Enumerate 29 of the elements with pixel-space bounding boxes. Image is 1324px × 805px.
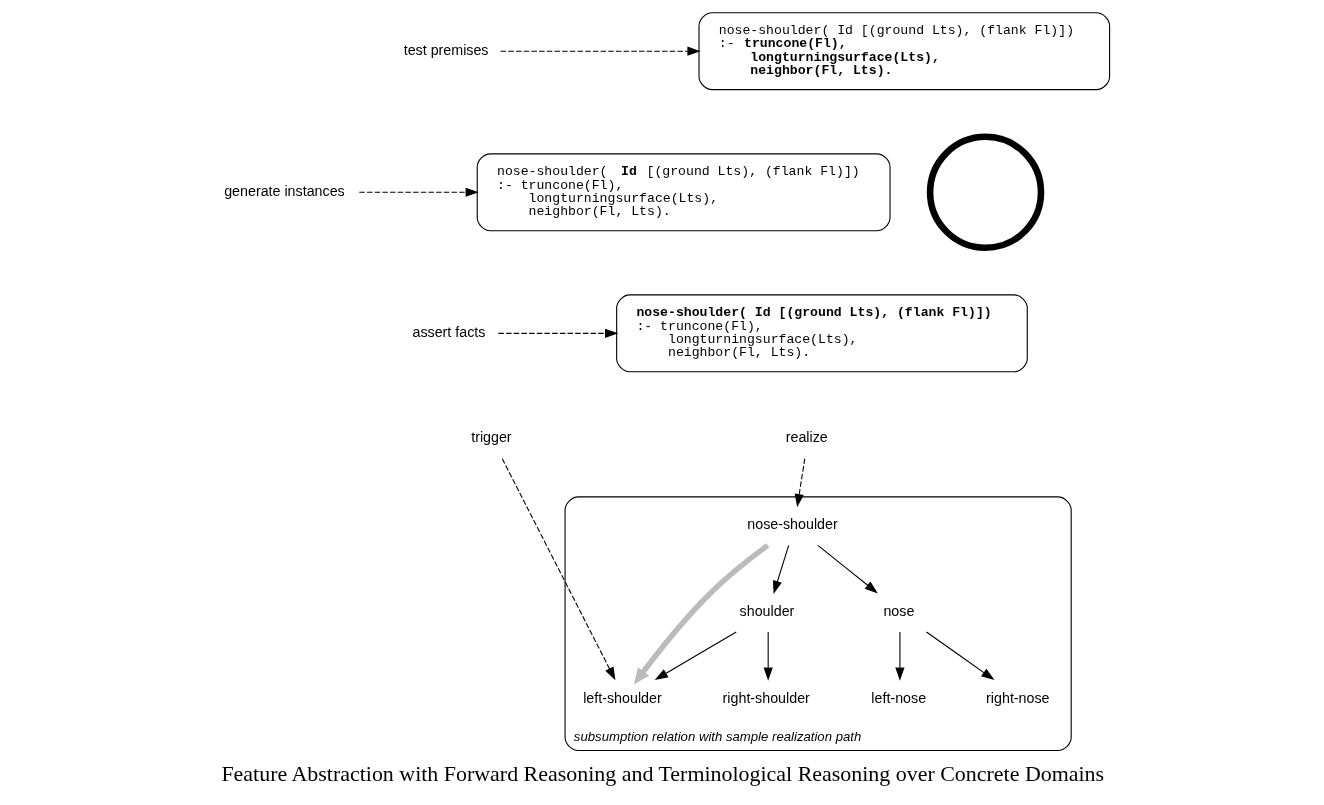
arrow — [358, 187, 479, 197]
node-text: test premises — [403, 41, 488, 58]
node-circle — [926, 133, 1044, 251]
node-text: shoulder — [739, 602, 794, 619]
arrow — [499, 46, 701, 56]
node-box: nose-shoulder( Id [(ground Lts), (flank Fl)]) :- truncone(Fl), longturningsurface(Lts), neighbor(Fl, Lts). — [615, 294, 1028, 373]
node-text: assert facts — [411, 324, 485, 341]
node-box: nose-shoulder( Id [(ground Lts), (flank Fl)]) :- truncone(Fl), longturningsurface(Lts), neighbor(Fl, Lts). — [697, 12, 1110, 91]
arrow — [497, 328, 618, 338]
node-text: left-shoulder — [582, 689, 662, 706]
arrow — [501, 458, 615, 681]
node-text: generate instances — [223, 182, 345, 199]
node-box: nose-shoulder( Id [(ground Lts), (flank Fl)]) :- truncone(Fl), longturningsurface(Lts), neighbor(Fl, Lts). — [476, 153, 891, 232]
arrow — [772, 544, 789, 594]
diagram-title: Feature Abstraction with Forward Reasoning and Terminological Reasoning over Concrete Domains — [220, 761, 1104, 787]
arrow — [654, 631, 737, 680]
node-text: left-nose — [870, 689, 926, 706]
arrow — [925, 631, 994, 681]
node-text: nose — [882, 602, 914, 619]
arrow — [894, 631, 905, 681]
node-text: realize — [785, 429, 828, 446]
arrow — [633, 543, 769, 685]
arrow — [763, 631, 773, 681]
node-text: right-shoulder — [722, 689, 810, 706]
node-text: right-nose — [985, 689, 1050, 706]
node-text: trigger — [470, 429, 512, 446]
node-text: nose-shoulder — [746, 516, 838, 533]
arrow — [794, 458, 805, 508]
arrow — [816, 544, 878, 594]
